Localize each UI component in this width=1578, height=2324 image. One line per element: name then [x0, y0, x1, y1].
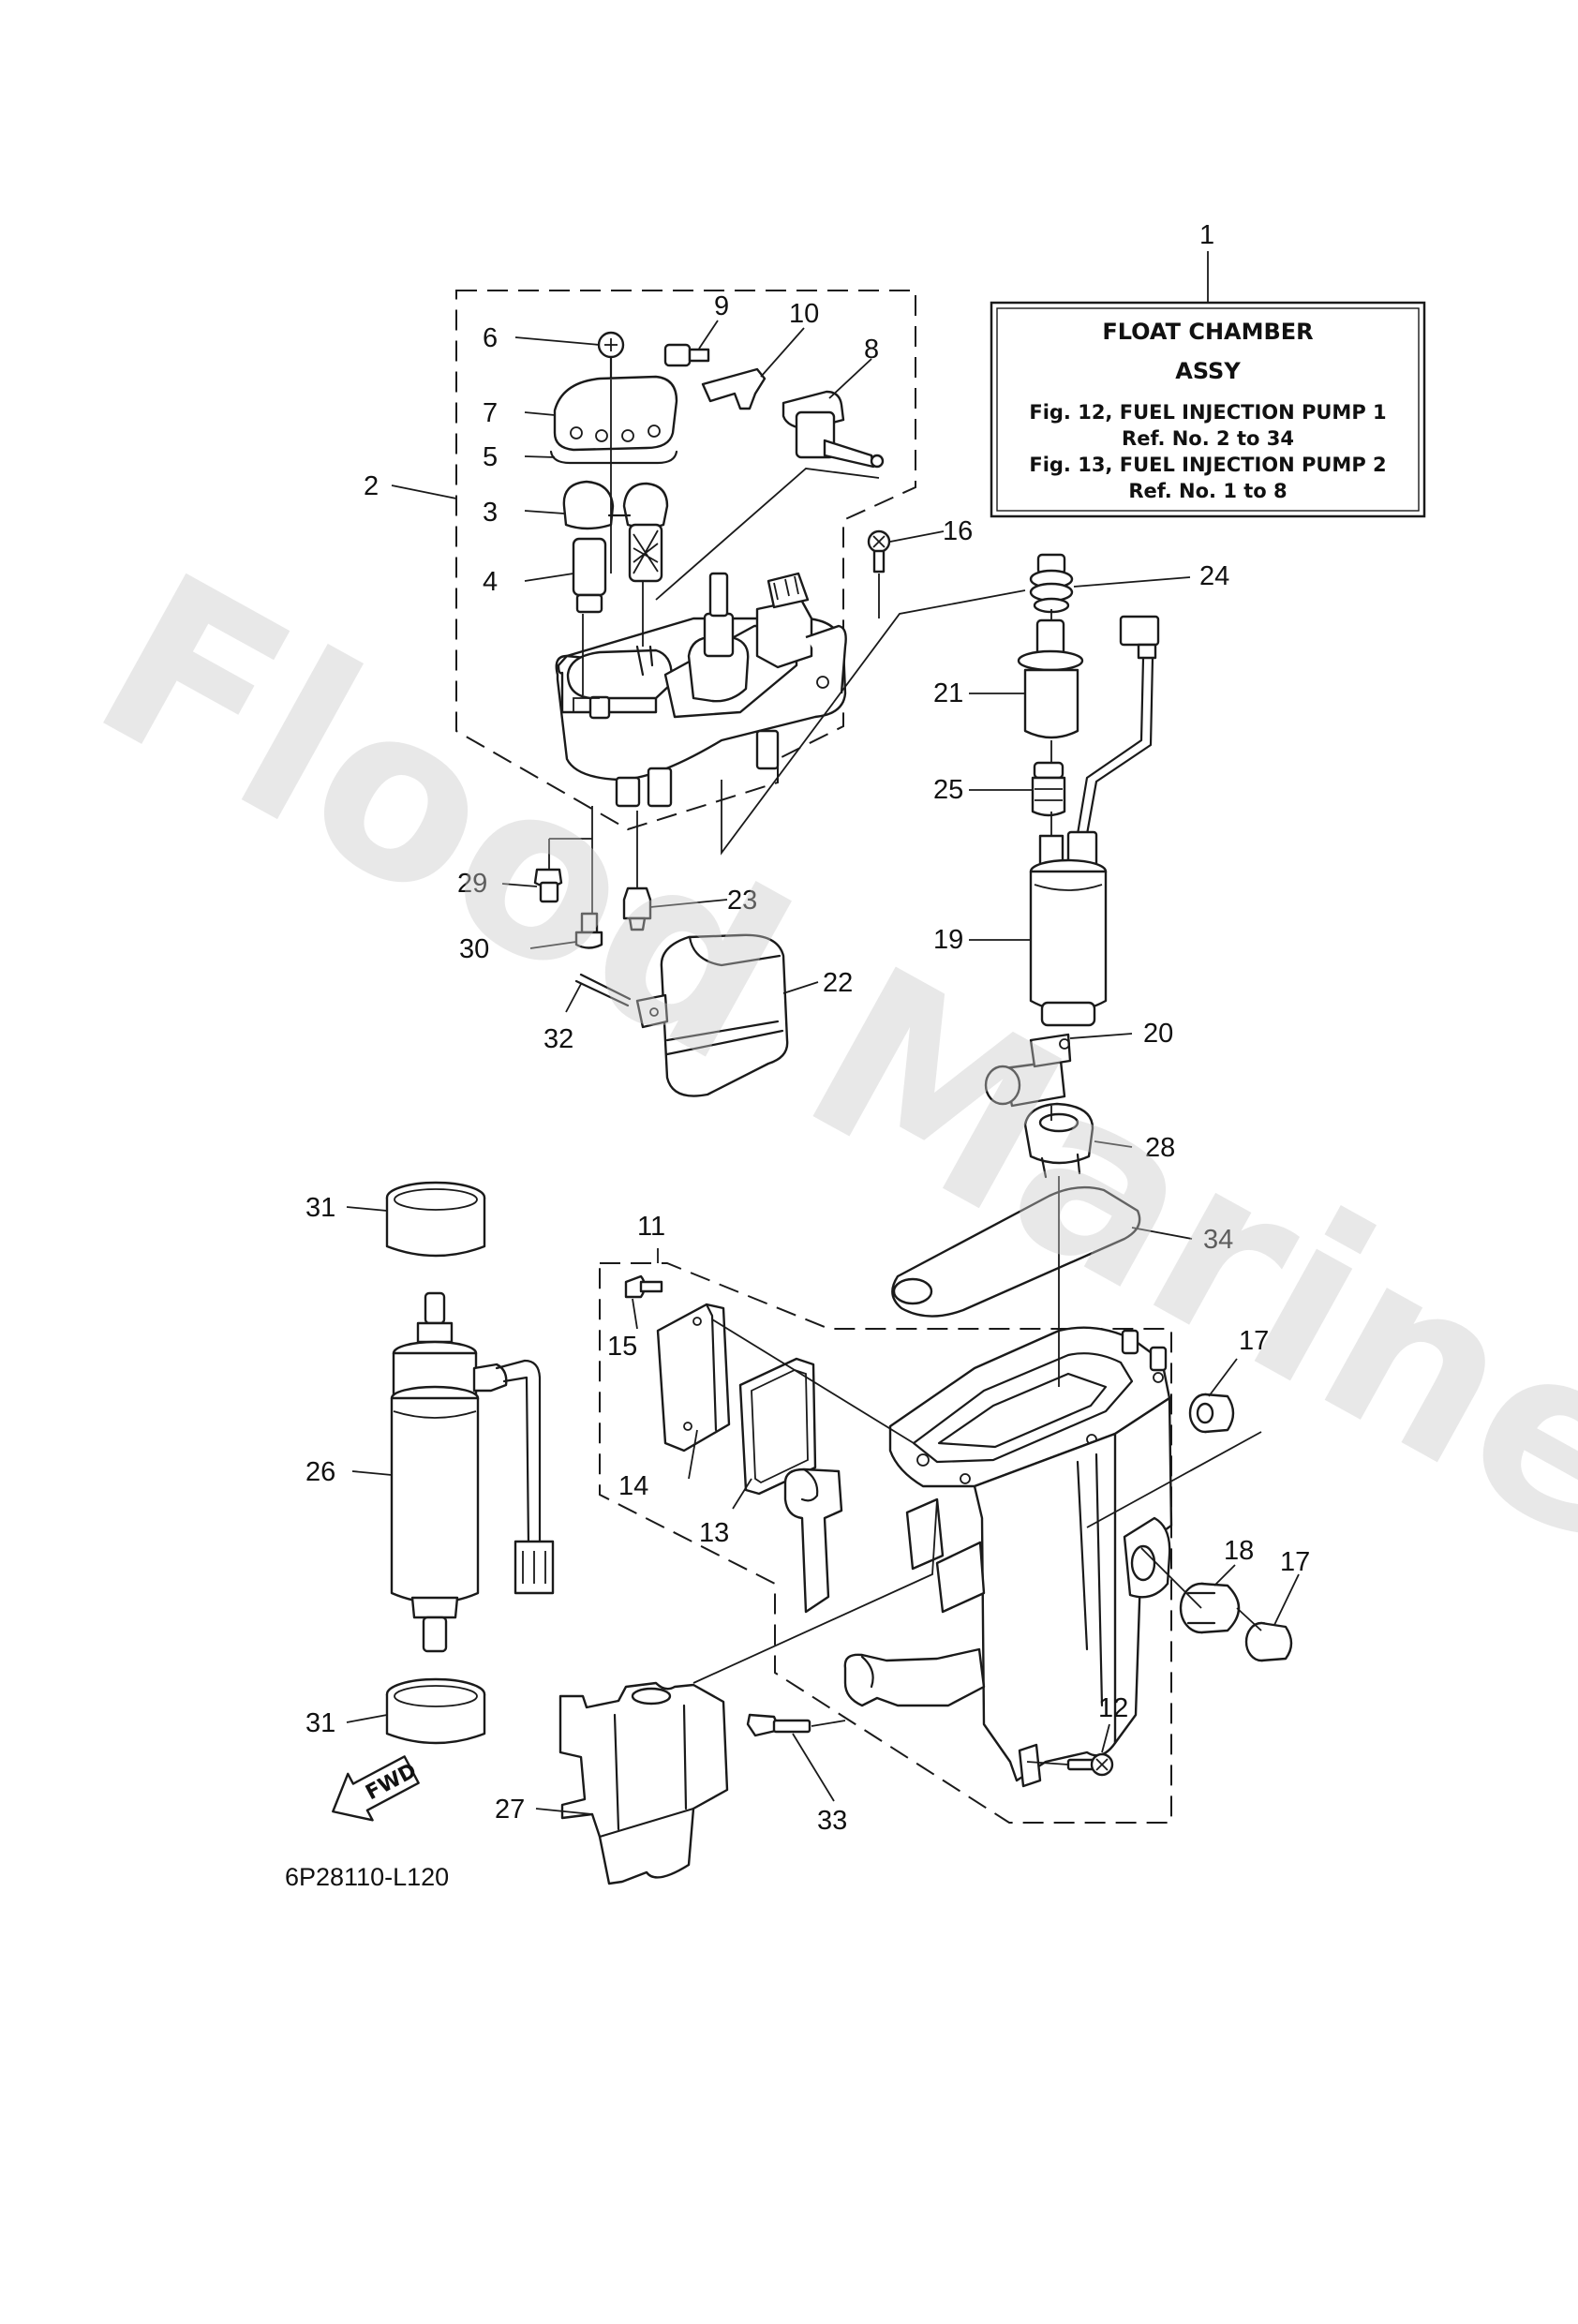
callout-32: 32: [543, 1024, 573, 1054]
part-plate-14: [656, 1303, 731, 1452]
callout-34: 34: [1203, 1225, 1233, 1255]
callout-6: 6: [483, 323, 498, 353]
part-grommet-17-top: [1188, 1393, 1235, 1434]
part-valve-23: [622, 886, 652, 931]
callout-33: 33: [817, 1806, 847, 1836]
part-filter-4: [572, 523, 663, 614]
part-regulator-21: [1017, 618, 1084, 739]
part-pin-32: [574, 979, 630, 1007]
left-pump-parts: [385, 1181, 811, 1885]
callout-3: 3: [483, 498, 498, 528]
upper-assembly-parts: [533, 331, 891, 1097]
part-wire-harness: [1076, 615, 1160, 836]
diagram-code: 6P28110-L120: [285, 1863, 449, 1891]
assembly-group-outlines: [455, 290, 1172, 1824]
callout-12: 12: [1098, 1693, 1128, 1723]
part-fuel-pump-26: [390, 1291, 555, 1653]
assembly-lines: [548, 380, 1262, 1765]
part-float-chamber: [783, 1326, 1173, 1788]
lower-assembly-parts: [624, 1274, 1293, 1788]
callout-labels: 2 3 4 5 6 7 8 9 10 11 12 13 14 15 16 17 …: [305, 291, 1310, 1836]
assy-box-line-2: Ref. No. 2 to 34: [1122, 427, 1294, 450]
assy-box-title: FLOAT CHAMBER: [1102, 319, 1313, 345]
part-holder-3: [562, 480, 669, 530]
callout-17-bottom: 17: [1280, 1547, 1310, 1577]
callout-23: 23: [727, 886, 757, 916]
callout-20: 20: [1143, 1019, 1173, 1049]
watermark: Flood Marine Services: [57, 522, 1578, 2176]
callout-21: 21: [933, 678, 963, 708]
callout-31-top: 31: [305, 1193, 335, 1223]
callout-27: 27: [495, 1795, 525, 1825]
callout-18: 18: [1224, 1536, 1254, 1566]
assy-box-line-4: Ref. No. 1 to 8: [1128, 480, 1287, 502]
assy-box-subtitle: ASSY: [1175, 358, 1241, 384]
part-bracket-27: [558, 1681, 729, 1885]
callout-28: 28: [1145, 1133, 1175, 1163]
part-bracket-10: [701, 367, 767, 410]
part-cover-22: [635, 933, 789, 1097]
callout-19: 19: [933, 925, 963, 955]
callout-30: 30: [459, 934, 489, 964]
part-screw-16: [867, 529, 891, 574]
part-damper-18: [1179, 1582, 1241, 1634]
part-screw-6: [597, 331, 625, 381]
callout-26: 26: [305, 1457, 335, 1487]
callout-16: 16: [943, 516, 973, 546]
part-grommet-17-bottom: [1244, 1621, 1293, 1662]
callout-10: 10: [789, 299, 819, 329]
part-filter-20: [984, 1033, 1072, 1108]
callout-24: 24: [1199, 561, 1229, 591]
callout-leaders: [346, 320, 1300, 1815]
assy-box-line-1: Fig. 12, FUEL INJECTION PUMP 1: [1029, 401, 1386, 424]
part-ring-31-bottom: [385, 1677, 486, 1745]
part-gasket-5: [549, 450, 678, 465]
part-gasket-34: [891, 1185, 1141, 1318]
upper-group-outline: [455, 290, 916, 831]
part-sensor-8: [782, 390, 885, 469]
assy-box-line-3: Fig. 13, FUEL INJECTION PUMP 2: [1029, 454, 1386, 476]
part-holder-28: [1023, 1102, 1094, 1179]
assy-info-box: FLOAT CHAMBER ASSY Fig. 12, FUEL INJECTI…: [990, 220, 1426, 518]
part-screw-12: [1066, 1752, 1114, 1777]
right-pump-parts: [891, 553, 1160, 1318]
part-bolt-29: [533, 868, 563, 903]
callout-11: 11: [637, 1212, 665, 1242]
callout-4: 4: [483, 567, 498, 597]
fwd-arrow: FWD: [332, 1755, 421, 1822]
lower-group-outline: [599, 1262, 1172, 1824]
callout-2: 2: [364, 471, 379, 501]
callout-9: 9: [714, 291, 729, 321]
part-grommet-24: [1029, 553, 1074, 614]
callout-1: 1: [1199, 220, 1214, 250]
callout-17-top: 17: [1239, 1326, 1269, 1356]
part-bolt-30: [574, 912, 603, 949]
callout-13: 13: [699, 1518, 729, 1548]
part-bolt-9: [663, 343, 710, 367]
part-valve-25: [1031, 761, 1066, 817]
callout-7: 7: [483, 398, 498, 428]
part-gasket-13: [738, 1357, 817, 1496]
callout-14: 14: [618, 1471, 648, 1501]
callout-31-bottom: 31: [305, 1708, 335, 1738]
callout-29: 29: [457, 869, 487, 899]
part-screw-15: [624, 1274, 663, 1299]
part-fuel-pump-19: [1029, 830, 1108, 1027]
part-bolt-33: [746, 1713, 811, 1737]
callout-15: 15: [607, 1332, 637, 1362]
callout-8: 8: [864, 335, 879, 365]
callout-25: 25: [933, 775, 963, 805]
part-cover-7: [553, 375, 678, 452]
callout-22: 22: [823, 968, 853, 998]
callout-5: 5: [483, 442, 498, 472]
part-ring-31-top: [385, 1181, 486, 1258]
